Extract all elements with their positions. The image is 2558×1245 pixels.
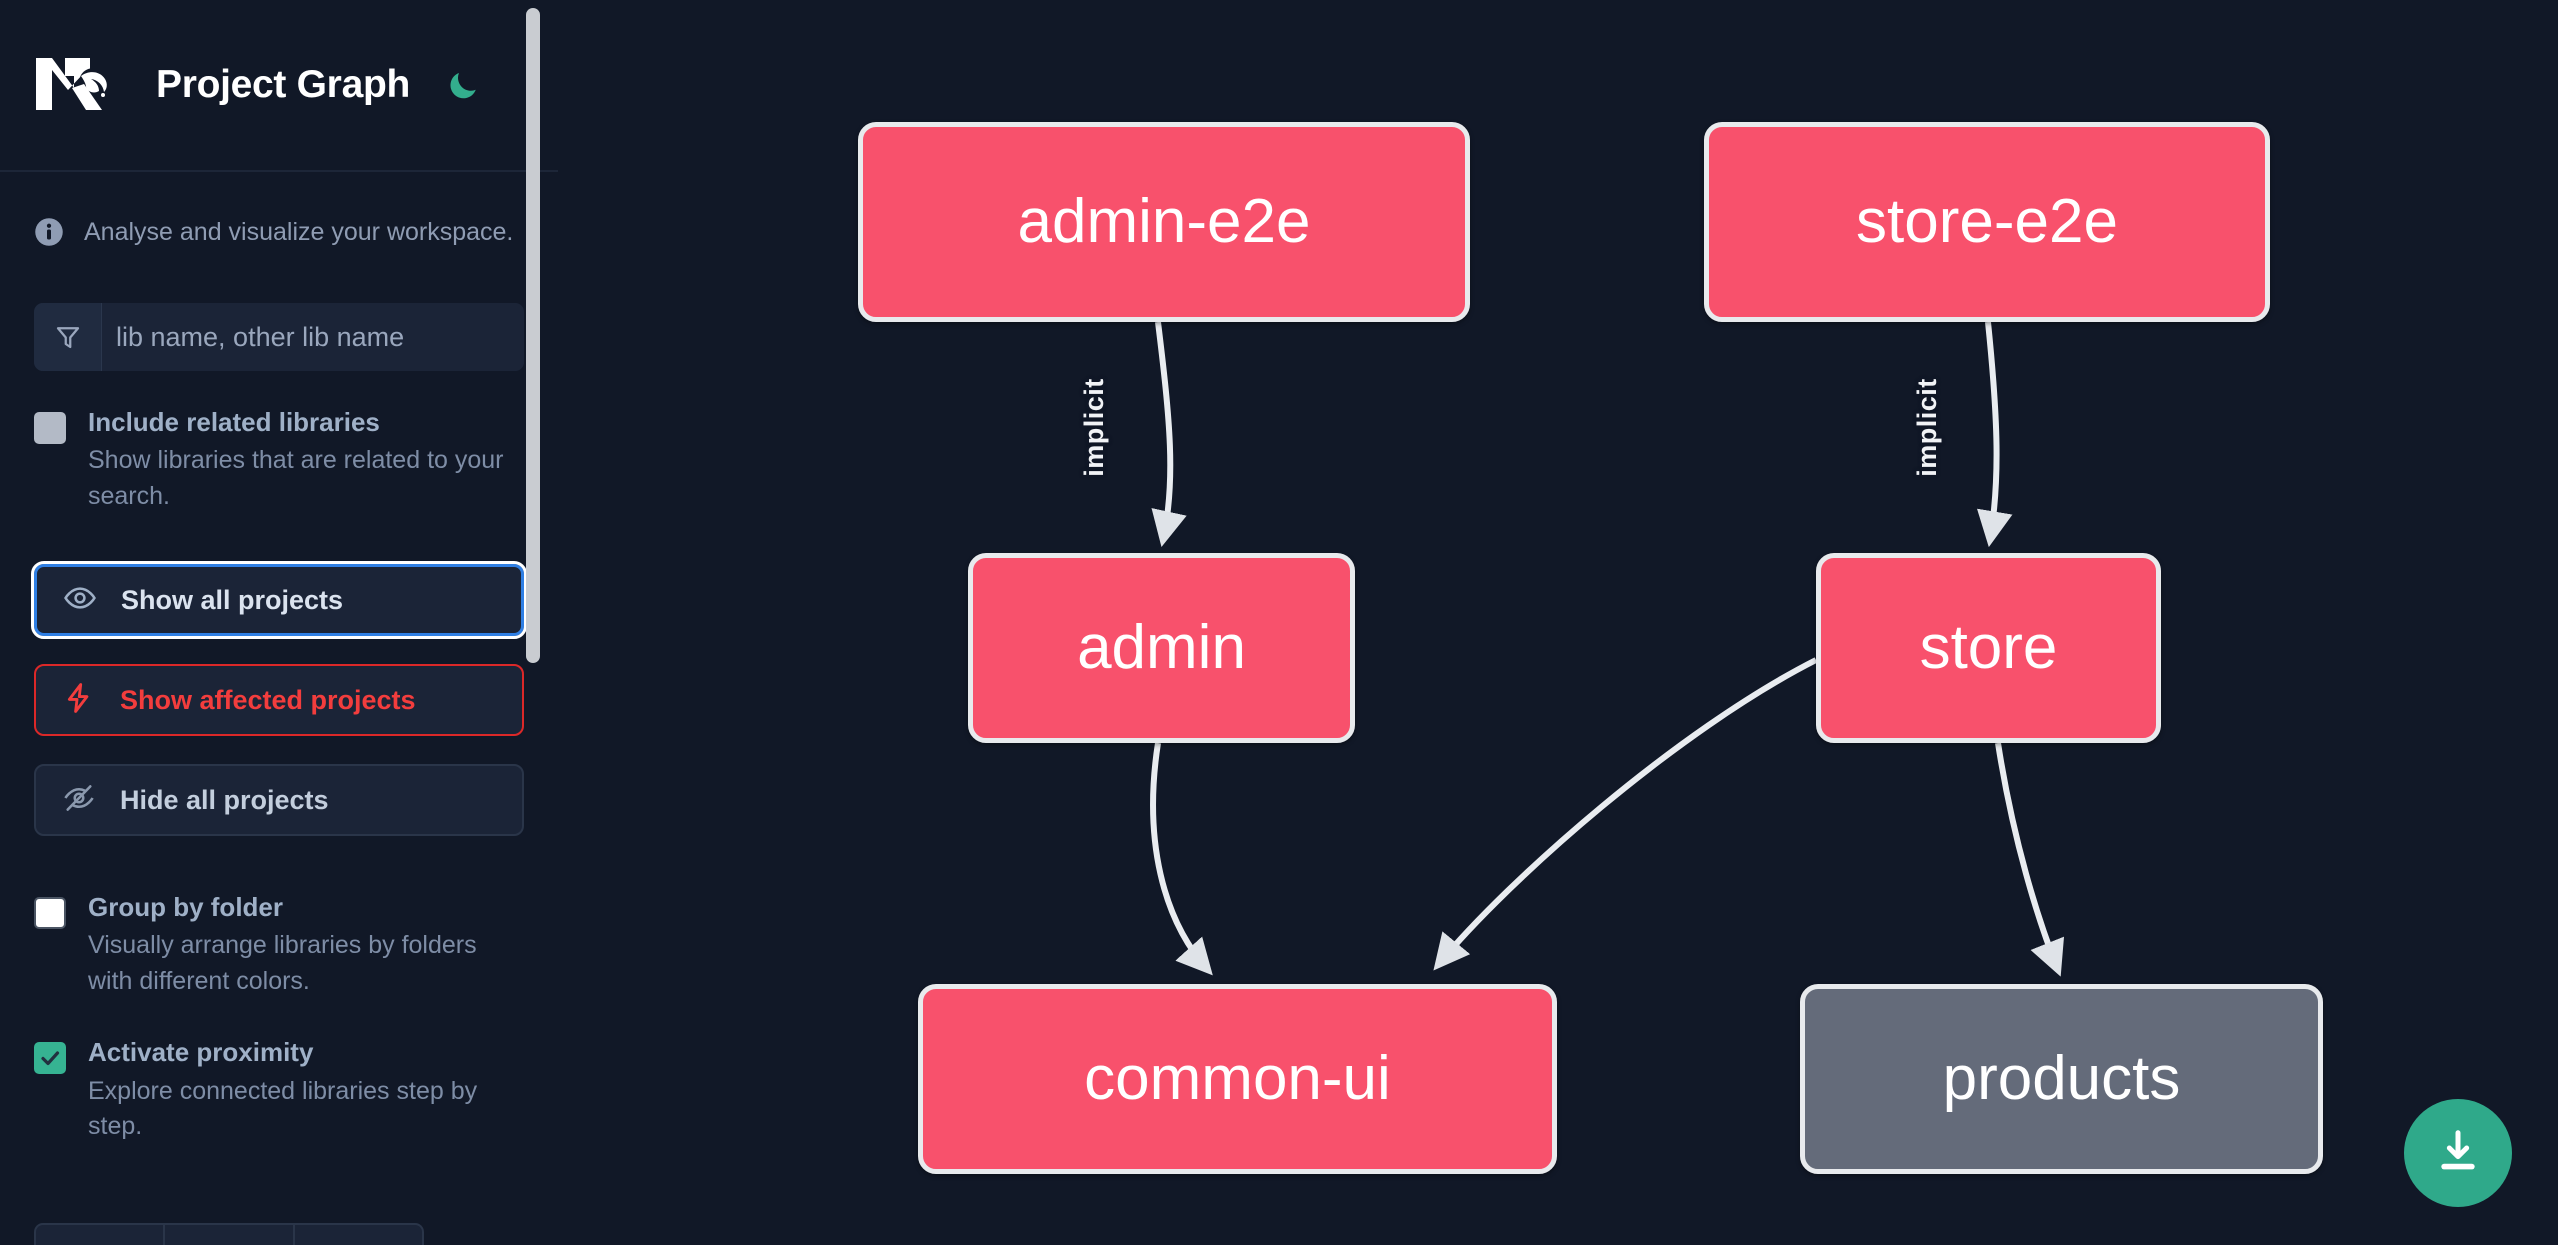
proximity-step-control[interactable]	[34, 1223, 424, 1245]
activate-proximity-label: Activate proximity	[88, 1037, 314, 1068]
group-by-folder-checkbox[interactable]	[34, 897, 66, 930]
download-icon	[2432, 1125, 2484, 1182]
graph-node-label: store-e2e	[1856, 187, 2118, 256]
show-affected-projects-button[interactable]: Show affected projects	[34, 664, 524, 737]
graph-node-products[interactable]: products	[1800, 984, 2323, 1174]
graph-edges	[1150, 321, 2065, 977]
group-by-folder-label: Group by folder	[88, 892, 283, 923]
workspace-info-text: Analyse and visualize your workspace.	[84, 217, 514, 246]
graph-node-label: admin-e2e	[1017, 187, 1311, 256]
edge-store-to-products	[1995, 742, 2065, 977]
include-related-libraries-checkbox[interactable]	[34, 412, 66, 444]
app-title: Project Graph	[156, 63, 410, 106]
proximity-step-increase[interactable]	[295, 1225, 422, 1245]
include-related-libraries-description: Show libraries that are related to your …	[88, 446, 504, 510]
proximity-step-decrease[interactable]	[36, 1225, 166, 1245]
edge-admin-e2e-to-admin	[1151, 321, 1187, 548]
graph-node-admin[interactable]: admin	[968, 553, 1355, 743]
activate-proximity-checkbox[interactable]	[34, 1042, 66, 1075]
moon-icon[interactable]	[440, 62, 486, 108]
include-related-libraries-label: Include related libraries	[88, 407, 380, 437]
graph-node-store-e2e[interactable]: store-e2e	[1704, 122, 2270, 322]
edge-store-to-common-ui	[1433, 657, 1818, 971]
edge-label-implicit-admin: implicit	[1078, 378, 1109, 477]
show-affected-projects-label: Show affected projects	[120, 684, 416, 715]
search-box[interactable]	[34, 303, 524, 371]
graph-node-label: admin	[1077, 613, 1246, 682]
eye-off-icon	[62, 781, 96, 820]
edge-admin-to-common-ui	[1150, 742, 1213, 976]
sidebar-scrollbar-track[interactable]	[526, 0, 540, 1245]
hide-all-projects-label: Hide all projects	[120, 784, 329, 815]
workspace-info: Analyse and visualize your workspace.	[34, 172, 524, 257]
download-image-button[interactable]	[2404, 1099, 2512, 1207]
hide-all-projects-button[interactable]: Hide all projects	[34, 764, 524, 837]
sidebar: Project Graph Analyse and visualize your…	[0, 0, 558, 1245]
show-all-projects-label: Show all projects	[121, 584, 344, 615]
nx-logo-icon	[34, 54, 126, 116]
sidebar-header: Project Graph	[0, 0, 558, 172]
graph-node-store[interactable]: store	[1816, 553, 2161, 743]
graph-node-label: store	[1919, 613, 2058, 682]
sidebar-scrollbar-thumb[interactable]	[526, 8, 540, 663]
lightning-icon	[62, 681, 96, 720]
graph-node-label: products	[1942, 1044, 2181, 1113]
group-by-folder-description: Visually arrange libraries by folders wi…	[88, 931, 477, 995]
eye-icon	[63, 581, 97, 620]
search-input[interactable]	[102, 303, 524, 371]
proximity-step-value[interactable]	[165, 1225, 295, 1245]
edge-store-e2e-to-store	[1976, 321, 2013, 548]
sidebar-body: Analyse and visualize your workspace. In…	[0, 172, 558, 1145]
option-include-related-libraries[interactable]: Include related libraries Show libraries…	[34, 407, 524, 514]
graph-node-common-ui[interactable]: common-ui	[918, 984, 1557, 1174]
graph-node-label: common-ui	[1084, 1044, 1391, 1113]
option-group-by-folder[interactable]: Group by folder Visually arrange librari…	[34, 892, 524, 999]
option-activate-proximity[interactable]: Activate proximity Explore connected lib…	[34, 1037, 524, 1144]
graph-canvas[interactable]: admin-e2e store-e2e admin store common-u…	[558, 0, 2558, 1245]
activate-proximity-description: Explore connected libraries step by step…	[88, 1076, 478, 1141]
edge-label-implicit-store: implicit	[1911, 378, 1942, 477]
filter-icon	[34, 303, 102, 371]
show-all-projects-button[interactable]: Show all projects	[31, 561, 527, 640]
info-icon	[34, 217, 64, 247]
graph-node-admin-e2e[interactable]: admin-e2e	[858, 122, 1470, 322]
